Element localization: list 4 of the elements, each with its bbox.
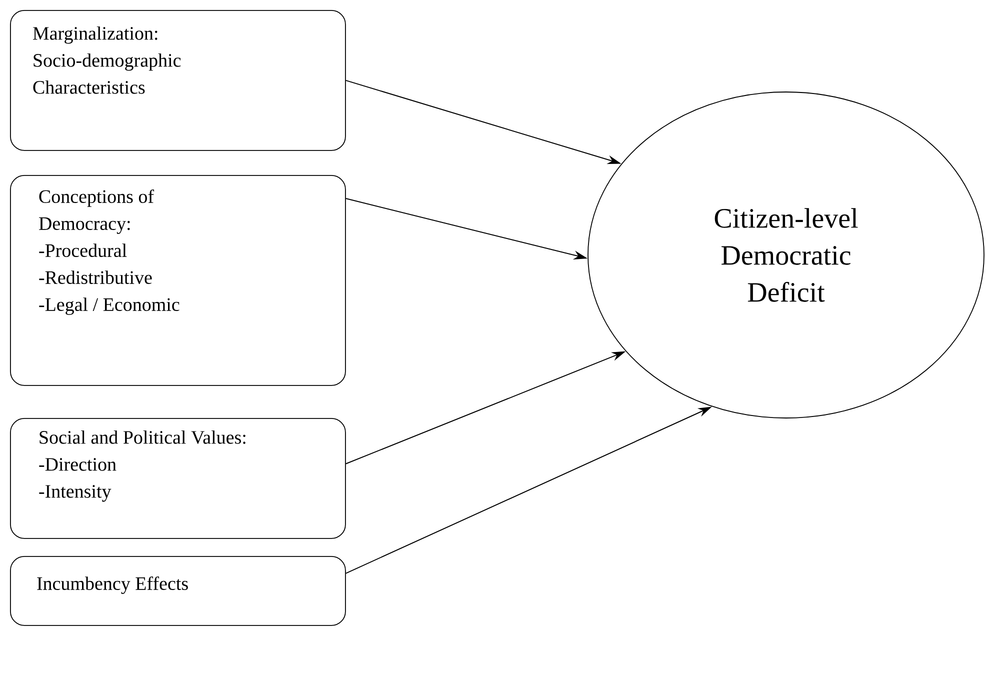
factor-box: Incumbency Effects [10,556,346,626]
factor-box: Conceptions of Democracy: -Procedural -Redistributive -Legal / Economic [10,175,346,386]
factor-box: Marginalization: Socio-demographic Characteristics [10,10,346,151]
factor-box: Social and Political Values: -Direction -Intensity [10,418,346,539]
